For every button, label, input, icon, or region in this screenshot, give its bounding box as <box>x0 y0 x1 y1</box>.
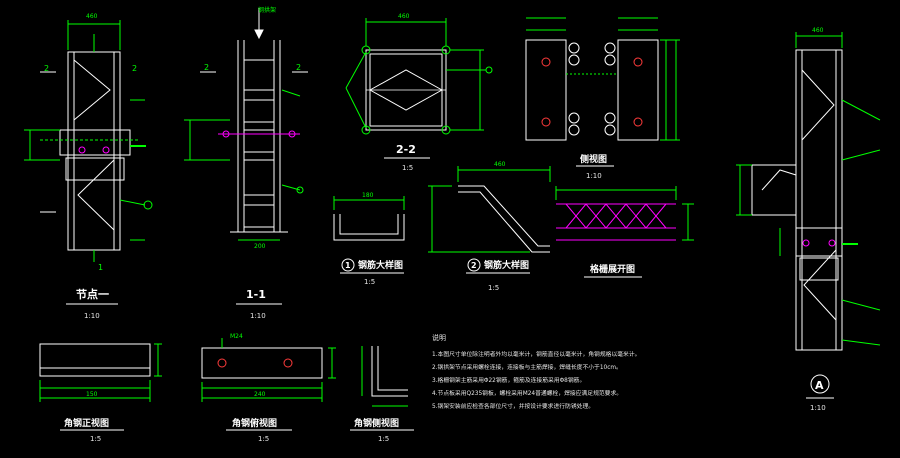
section22-drawing <box>345 18 493 135</box>
joint1-title: 节点一 <box>76 287 109 301</box>
joint1-drawing <box>24 20 153 262</box>
angleFront-scale: 1:5 <box>90 435 101 443</box>
section11-dim-width: 200 <box>254 243 266 250</box>
angleFront-title: 角钢正视图 <box>64 417 109 429</box>
bar2-number-circle <box>467 258 481 272</box>
joint1-scale: 1:10 <box>84 312 100 320</box>
detailA-dim-top: 460 <box>812 27 824 34</box>
bar1-scale: 1:5 <box>364 278 375 286</box>
bar1-title: 钢筋大样图 <box>358 259 403 271</box>
joint1-dim-top: 460 <box>86 13 98 20</box>
detailA-label-circle <box>810 374 830 394</box>
angleTop-bolt-label: M24 <box>230 333 243 340</box>
notes-line-5: 5.钢架安装前应检查各部位尺寸，并按设计要求进行防锈处理。 <box>432 402 594 410</box>
angleSide-drawing <box>361 346 408 407</box>
angleSide-scale: 1:5 <box>378 435 389 443</box>
section11-drawing <box>184 8 308 241</box>
section11-mark-left: 2 <box>204 63 209 72</box>
section11-scale: 1:10 <box>250 312 266 320</box>
section22-scale: 1:5 <box>402 164 413 172</box>
section22-title: 2-2 <box>396 143 416 156</box>
joint1-section-mark: 2 <box>44 64 49 73</box>
notes-line-1: 1.本图尺寸单位除注明者外均以毫米计，钢筋直径以毫米计，角钢规格以毫米计。 <box>432 350 640 358</box>
bar1-number-circle <box>341 258 355 272</box>
bar2-scale: 1:5 <box>488 284 499 292</box>
elevation-drawing <box>525 17 680 141</box>
section11-mark-right: 2 <box>296 63 301 72</box>
angleTop-scale: 1:5 <box>258 435 269 443</box>
mesh-drawing <box>555 186 694 241</box>
mesh-title: 格栅展开图 <box>590 263 635 275</box>
bar2-drawing <box>428 166 551 253</box>
bar1-number: 1 <box>345 261 351 270</box>
notes-heading: 说明 <box>432 333 446 342</box>
elevation-title: 侧视图 <box>580 153 607 165</box>
section22-dim-top: 460 <box>398 13 410 20</box>
bar2-dim: 460 <box>494 161 506 168</box>
detailA-label: A <box>815 379 824 392</box>
notes-line-3: 3.格栅钢架主筋采用Φ22钢筋，箍筋及连接筋采用Φ8钢筋。 <box>432 376 585 384</box>
detailA-scale: 1:10 <box>810 404 826 412</box>
notes-line-2: 2.钢拱架节点采用螺栓连接，连接板与主筋焊接，焊缝长度不小于10cm。 <box>432 363 622 371</box>
joint1-section-mark-right: 2 <box>132 64 137 73</box>
elevation-scale: 1:10 <box>586 172 602 180</box>
bar2-number: 2 <box>471 261 477 270</box>
bar1-dim: 180 <box>362 192 374 199</box>
detailA-drawing <box>736 32 881 351</box>
angleTop-drawing <box>201 338 336 402</box>
angleTop-dim: 240 <box>254 391 266 398</box>
angleTop-title: 角钢俯视图 <box>232 417 277 429</box>
angleSide-title: 角钢侧视图 <box>354 417 399 429</box>
angleFront-dim: 150 <box>86 391 98 398</box>
section11-title: 1-1 <box>246 288 266 301</box>
section11-arrow-label: 钢拱架 <box>258 6 276 14</box>
angleFront-drawing <box>39 343 162 402</box>
joint1-section-mark-bottom: 1 <box>98 263 103 272</box>
bar1-drawing <box>333 196 405 241</box>
notes-line-4: 4.节点板采用Q235钢板，螺栓采用M24普通螺栓，焊接应满足规范要求。 <box>432 389 622 397</box>
bar2-title: 钢筋大样图 <box>484 259 529 271</box>
